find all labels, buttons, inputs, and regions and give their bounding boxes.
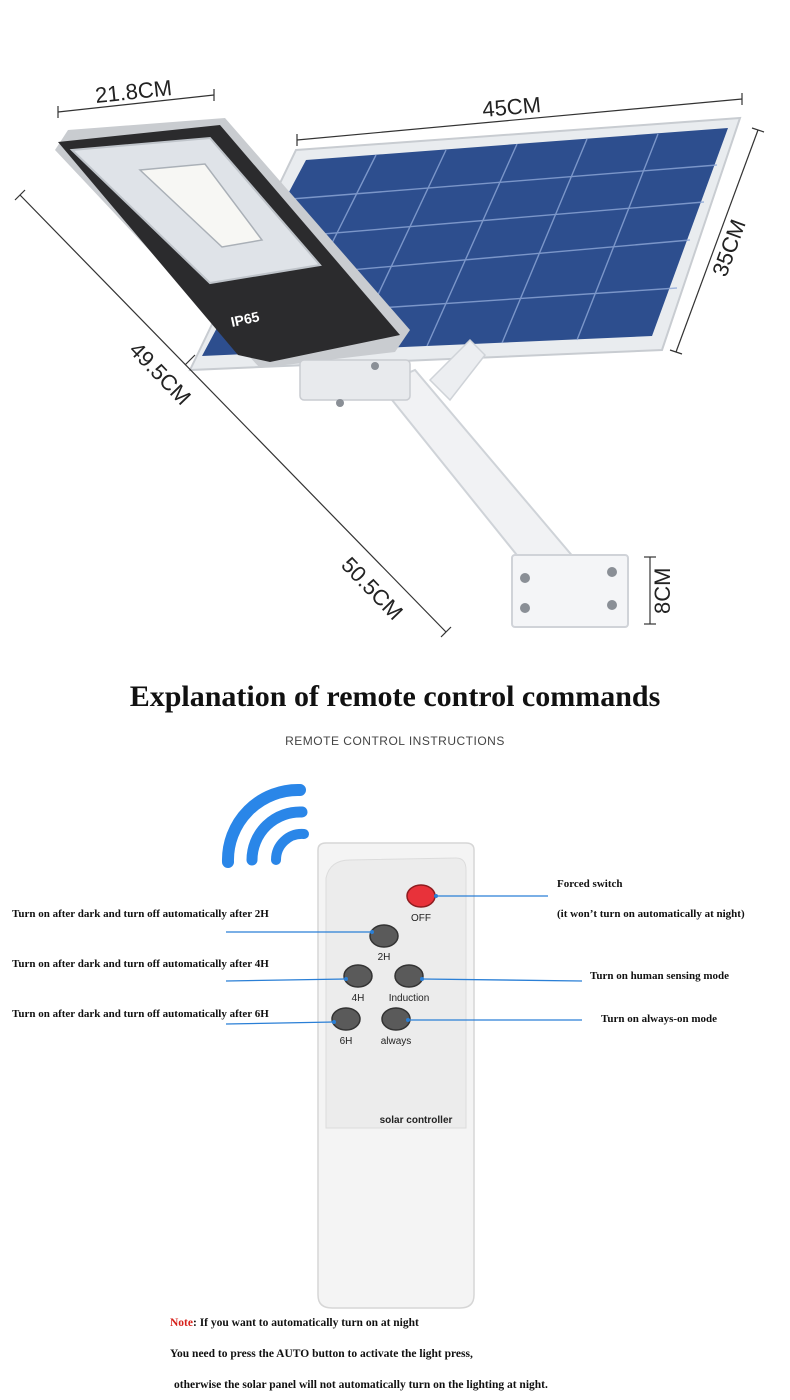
callout-induction: Turn on human sensing mode (590, 970, 729, 982)
wireless-signal-icon (221, 783, 309, 868)
note-prefix: Note (170, 1317, 193, 1329)
6h-button-label: 6H (340, 1036, 353, 1047)
always-button[interactable] (381, 1007, 411, 1031)
mounting-pole (378, 338, 629, 628)
off-button-label: OFF (411, 913, 431, 924)
dim-panel-height: 35CM (707, 216, 751, 280)
page-subtitle: REMOTE CONTROL INSTRUCTIONS (285, 734, 505, 748)
dim-bracket-height: 8CM (650, 568, 675, 614)
always-button-label: always (381, 1036, 412, 1047)
forced-switch-detail: (it won’t turn on automatically at night… (557, 908, 745, 920)
callout-2h: Turn on after dark and turn off automati… (12, 908, 269, 920)
4h-button[interactable] (343, 964, 373, 988)
pointer-lines (225, 895, 583, 1025)
induction-button-label: Induction (389, 993, 430, 1004)
off-button[interactable] (406, 884, 436, 908)
callout-4h: Turn on after dark and turn off automati… (12, 958, 269, 970)
ip-rating-label: IP65 (229, 308, 261, 330)
4h-button-label: 4H (352, 993, 365, 1004)
induction-button[interactable] (394, 964, 424, 988)
note-line-3: otherwise the solar panel will not autom… (174, 1379, 548, 1391)
remote-illustration: OFF 2H 4H Induction 6H always solar cont… (221, 783, 583, 1309)
page-title: Explanation of remote control commands (129, 680, 661, 713)
note-line-1-text: : If you want to automatically turn on a… (193, 1317, 419, 1329)
callout-always: Turn on always-on mode (601, 1013, 718, 1025)
dim-panel-width: 45CM (481, 92, 542, 122)
2h-button[interactable] (369, 924, 399, 948)
remote-brand-label: solar controller (380, 1115, 453, 1126)
dim-pole-length: 50.5CM (336, 552, 408, 625)
dimension-lines (14, 89, 765, 638)
2h-button-label: 2H (378, 952, 391, 963)
note-line-1: Note: If you want to automatically turn … (170, 1317, 419, 1329)
dim-lamp-width: 21.8CM (94, 75, 173, 108)
dim-lamp-length: 49.5CM (124, 337, 196, 410)
lamp-head: IP65 (55, 118, 411, 407)
product-illustration: IP65 21.8CM 45CM 35CM 49.5CM 50.5CM 8CM (14, 75, 765, 638)
forced-switch-label: Forced switch (557, 878, 623, 890)
callout-6h: Turn on after dark and turn off automati… (12, 1008, 269, 1020)
6h-button[interactable] (331, 1007, 361, 1031)
remote-body (317, 842, 475, 1309)
note-line-2: You need to press the AUTO button to act… (170, 1348, 473, 1360)
